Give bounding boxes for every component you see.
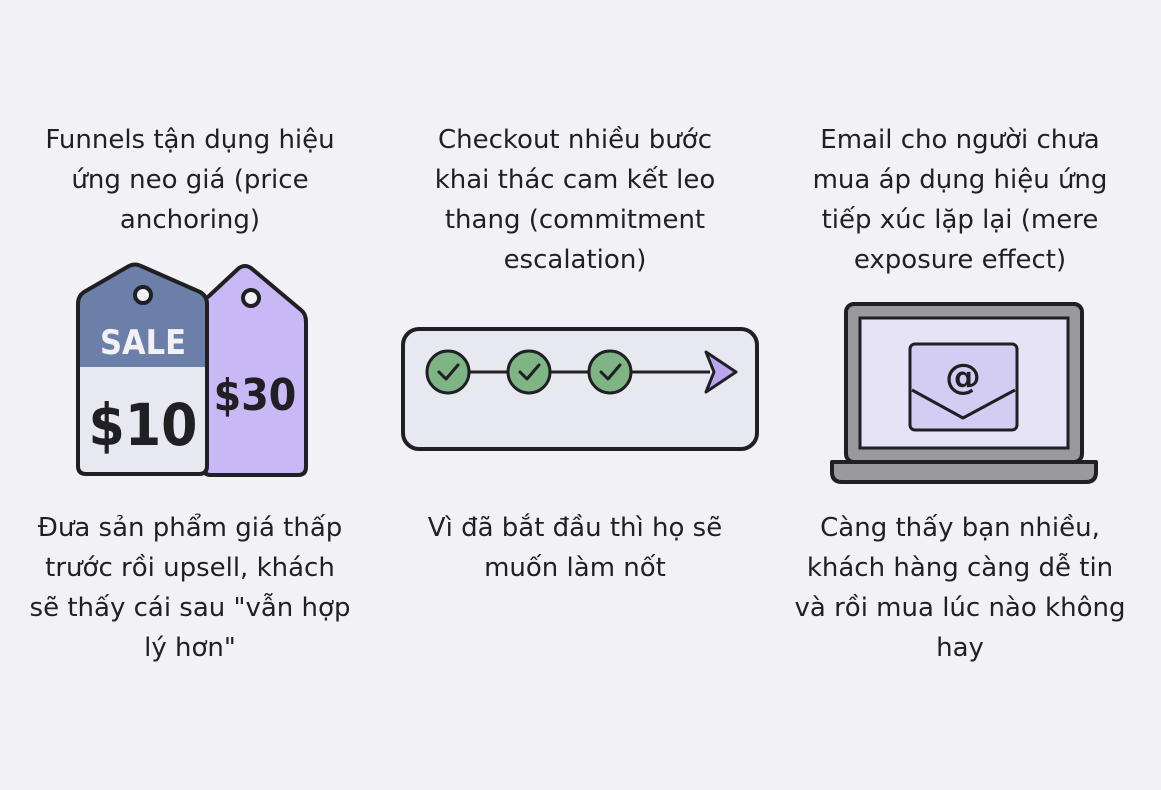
column-heading: Funnels tận dụng hiệu ứng neo giá (price… bbox=[20, 120, 360, 240]
heading-line: ứng neo giá (price bbox=[71, 165, 309, 195]
sale-banner-text: SALE bbox=[100, 323, 186, 363]
back-tag-price: $30 bbox=[214, 370, 297, 421]
caption-line: Đưa sản phẩm giá thấp bbox=[37, 513, 343, 543]
heading-line: exposure effect) bbox=[853, 245, 1067, 275]
step-1-check-icon bbox=[425, 349, 471, 395]
caption-line: Vì đã bắt đầu thì họ sẽ bbox=[427, 513, 723, 543]
heading-line: tiếp xúc lặp lại (mere bbox=[821, 205, 1099, 235]
front-price-tag-icon: SALE $10 bbox=[76, 262, 209, 476]
caption-line: lý hơn" bbox=[144, 633, 236, 663]
caption-line: hay bbox=[936, 633, 984, 663]
checkout-steps-illustration bbox=[400, 326, 762, 456]
price-tags-illustration: $30 SALE $10 bbox=[75, 262, 335, 482]
column-heading: Email cho người chưa mua áp dụng hiệu ứn… bbox=[780, 120, 1140, 280]
at-symbol: @ bbox=[945, 357, 981, 398]
column-commitment-escalation: Checkout nhiều bước khai thác cam kết le… bbox=[390, 0, 760, 790]
heading-line: thang (commitment bbox=[444, 205, 706, 235]
heading-line: Funnels tận dụng hiệu bbox=[45, 125, 335, 155]
laptop-email-illustration: @ bbox=[830, 300, 1100, 490]
column-caption: Càng thấy bạn nhiều, khách hàng càng dễ … bbox=[780, 508, 1140, 668]
caption-line: khách hàng càng dễ tin bbox=[806, 553, 1114, 583]
step-3-check-icon bbox=[587, 349, 633, 395]
caption-line: Càng thấy bạn nhiều, bbox=[820, 513, 1100, 543]
back-price-tag-icon: $30 bbox=[201, 264, 308, 477]
column-caption: Vì đã bắt đầu thì họ sẽ muốn làm nốt bbox=[390, 508, 760, 588]
column-heading: Checkout nhiều bước khai thác cam kết le… bbox=[390, 120, 760, 280]
heading-line: escalation) bbox=[503, 245, 647, 275]
caption-line: sẽ thấy cái sau "vẫn hợp bbox=[29, 593, 351, 623]
envelope-icon: @ bbox=[908, 342, 1019, 432]
heading-line: Email cho người chưa bbox=[820, 125, 1100, 155]
column-price-anchoring: Funnels tận dụng hiệu ứng neo giá (price… bbox=[20, 0, 360, 790]
heading-line: anchoring) bbox=[119, 205, 261, 235]
heading-line: khai thác cam kết leo bbox=[434, 165, 716, 195]
caption-line: muốn làm nốt bbox=[484, 553, 666, 583]
column-mere-exposure: Email cho người chưa mua áp dụng hiệu ứn… bbox=[780, 0, 1140, 790]
front-tag-price: $10 bbox=[89, 391, 198, 459]
caption-line: trước rồi upsell, khách bbox=[45, 553, 335, 583]
step-2-check-icon bbox=[506, 349, 552, 395]
column-caption: Đưa sản phẩm giá thấp trước rồi upsell, … bbox=[20, 508, 360, 668]
caption-line: và rồi mua lúc nào không bbox=[794, 593, 1126, 623]
heading-line: Checkout nhiều bước bbox=[437, 125, 712, 155]
arrow-head-icon bbox=[704, 350, 738, 394]
heading-line: mua áp dụng hiệu ứng bbox=[812, 165, 1108, 195]
